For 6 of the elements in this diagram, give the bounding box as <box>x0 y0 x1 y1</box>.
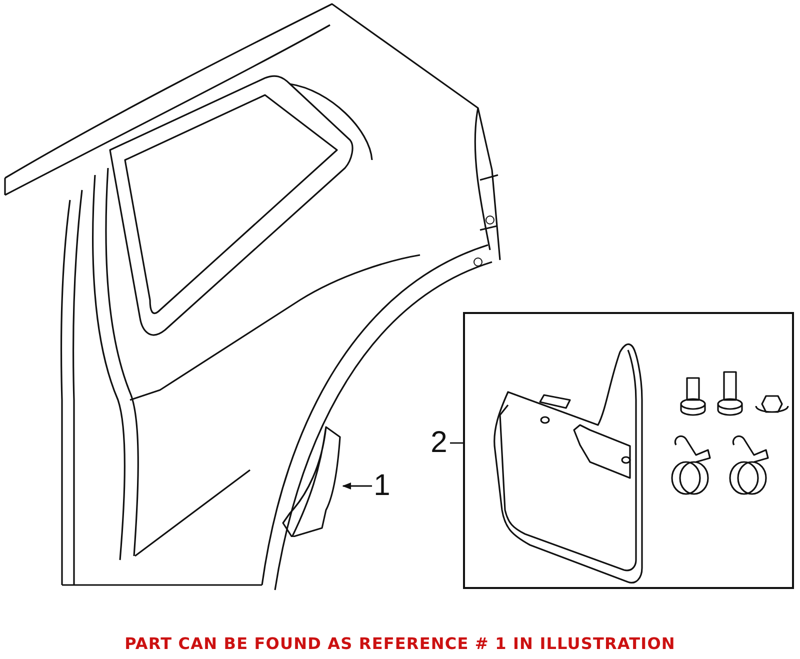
callout-number: 2 <box>430 426 448 459</box>
callout-number: 1 <box>374 469 390 502</box>
kit-frame <box>463 312 794 589</box>
arrow <box>342 482 372 490</box>
leader-line <box>450 442 463 444</box>
caption-note: PART CAN BE FOUND AS REFERENCE # 1 IN ILLUSTRATION <box>124 634 676 653</box>
